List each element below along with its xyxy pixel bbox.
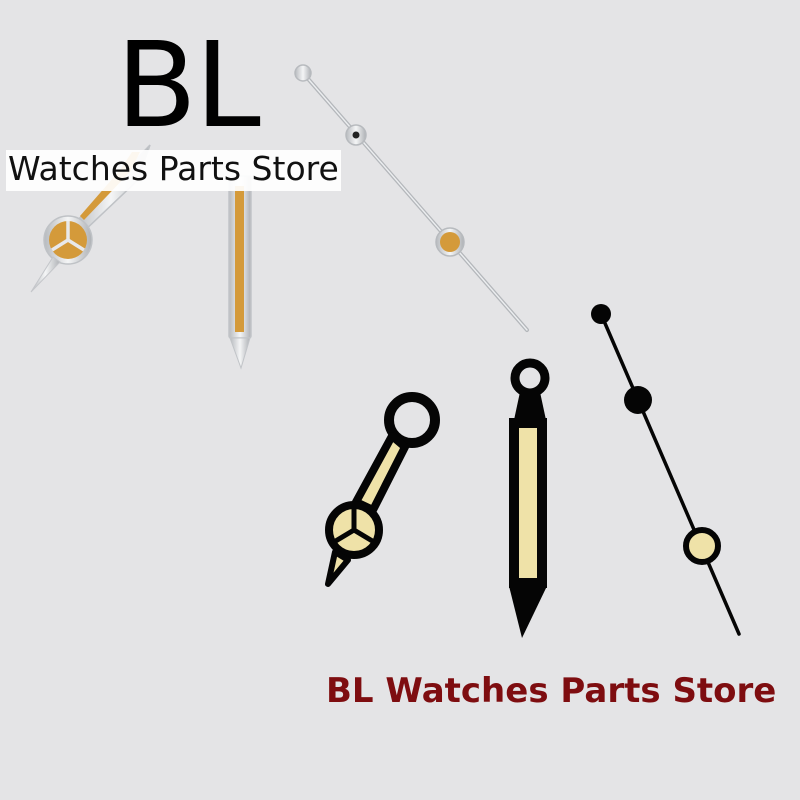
watermark-subtitle: Watches Parts Store (6, 150, 341, 191)
store-caption: BL Watches Parts Store (326, 671, 777, 711)
silver-hand-set (30, 64, 529, 370)
silver-seconds-hand (294, 64, 529, 332)
black-seconds-hand (591, 304, 741, 636)
black-hand-set (325, 304, 741, 638)
silver-minute-hand (228, 175, 252, 370)
watermark-brand: BL (116, 16, 261, 154)
black-minute-hand (509, 358, 550, 638)
black-hour-hand (325, 392, 440, 587)
